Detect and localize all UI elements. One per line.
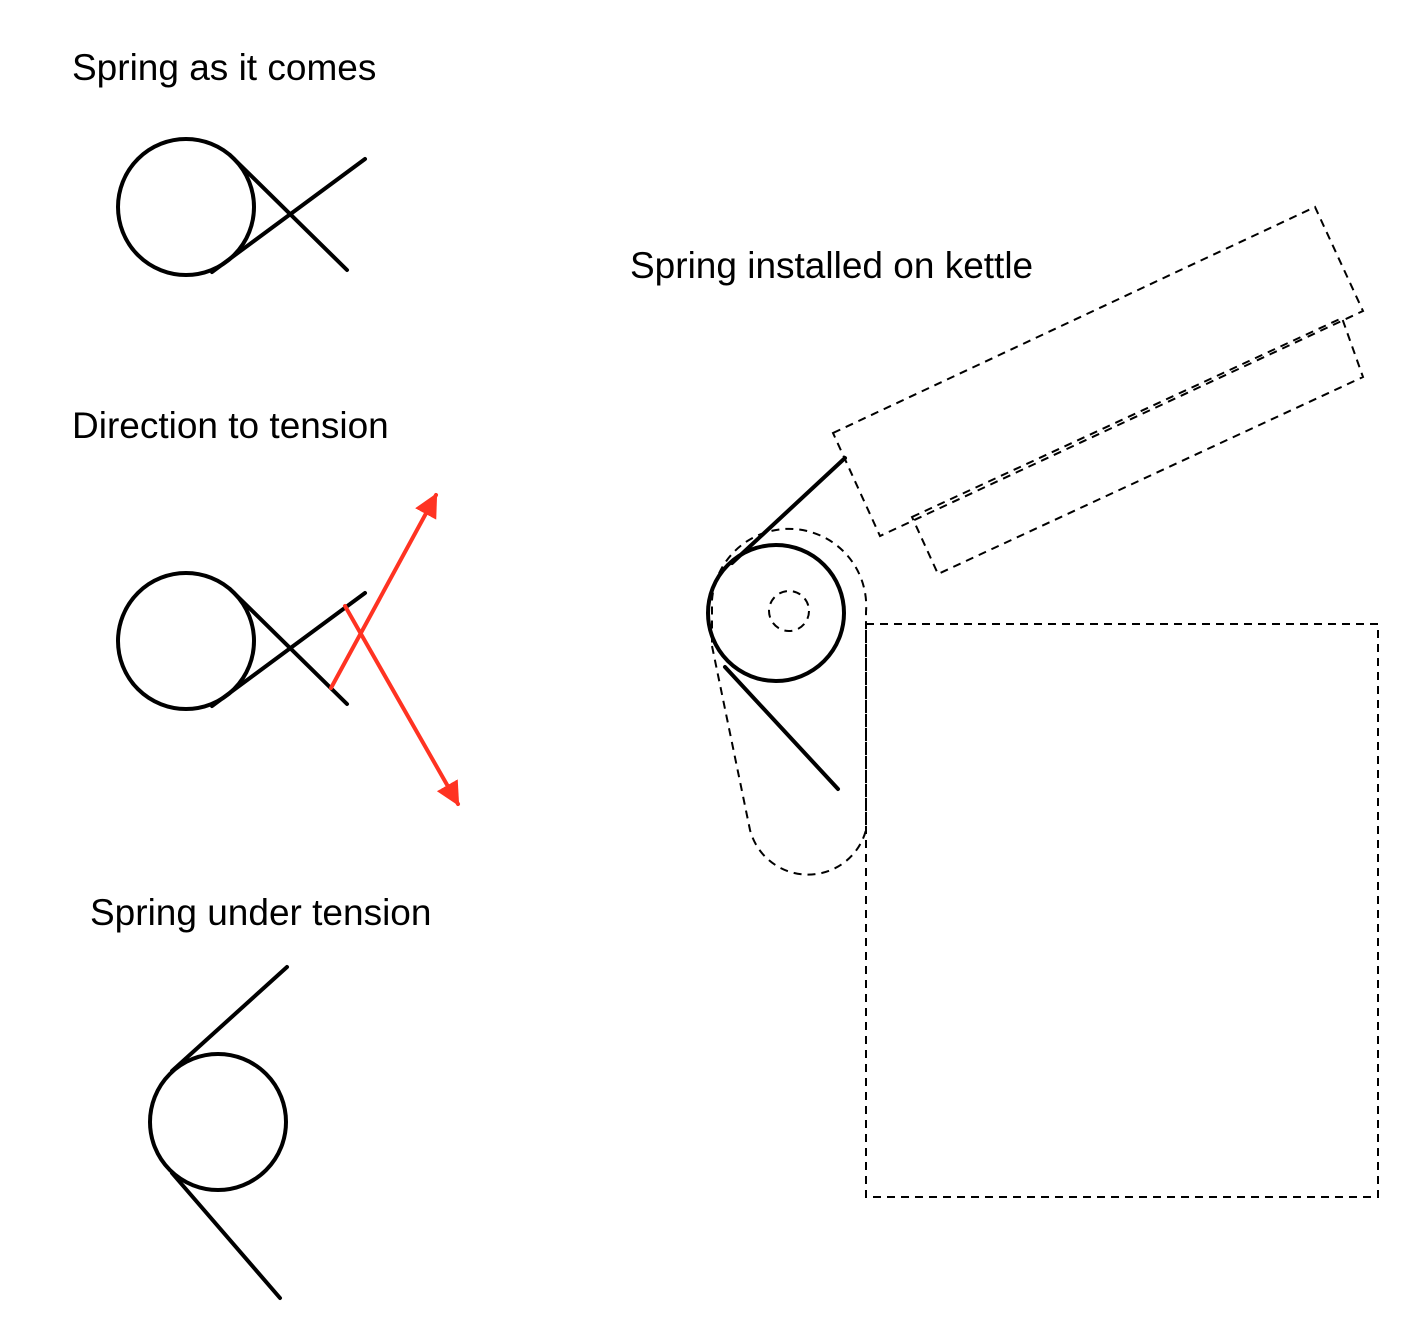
kettle-lid-bar-upper [831,205,1365,538]
kettle-body-outline [865,623,1379,1198]
spring-leg [228,153,349,272]
spring-tensioned [148,965,289,1300]
label-spring-under-tension: Spring under tension [90,892,431,933]
label-direction-to-tension: Direction to tension [72,405,389,446]
spring-with-tension-direction [116,492,460,807]
label-spring-installed-on-kettle: Spring installed on kettle [630,245,1033,286]
hinge-housing-outline [711,527,868,876]
spring-coil [116,571,256,711]
spring-leg [228,587,349,706]
spring-leg [170,1171,282,1300]
label-spring-as-it-comes: Spring as it comes [72,47,376,88]
spring-leg [730,456,847,565]
spring-coil [706,543,846,683]
spring-leg [723,665,840,791]
spring-relaxed [116,137,367,277]
pivot-pin [768,590,810,632]
kettle-assembly [706,205,1379,1198]
tension-arrow-up [329,492,438,690]
spring-leg [170,965,289,1073]
spring-leg [210,591,367,708]
kettle-lid-bar-lower [910,316,1365,576]
spring-coil [148,1052,288,1192]
spring-leg [210,157,367,274]
tension-arrow-down [343,604,460,807]
spring-coil [116,137,256,277]
